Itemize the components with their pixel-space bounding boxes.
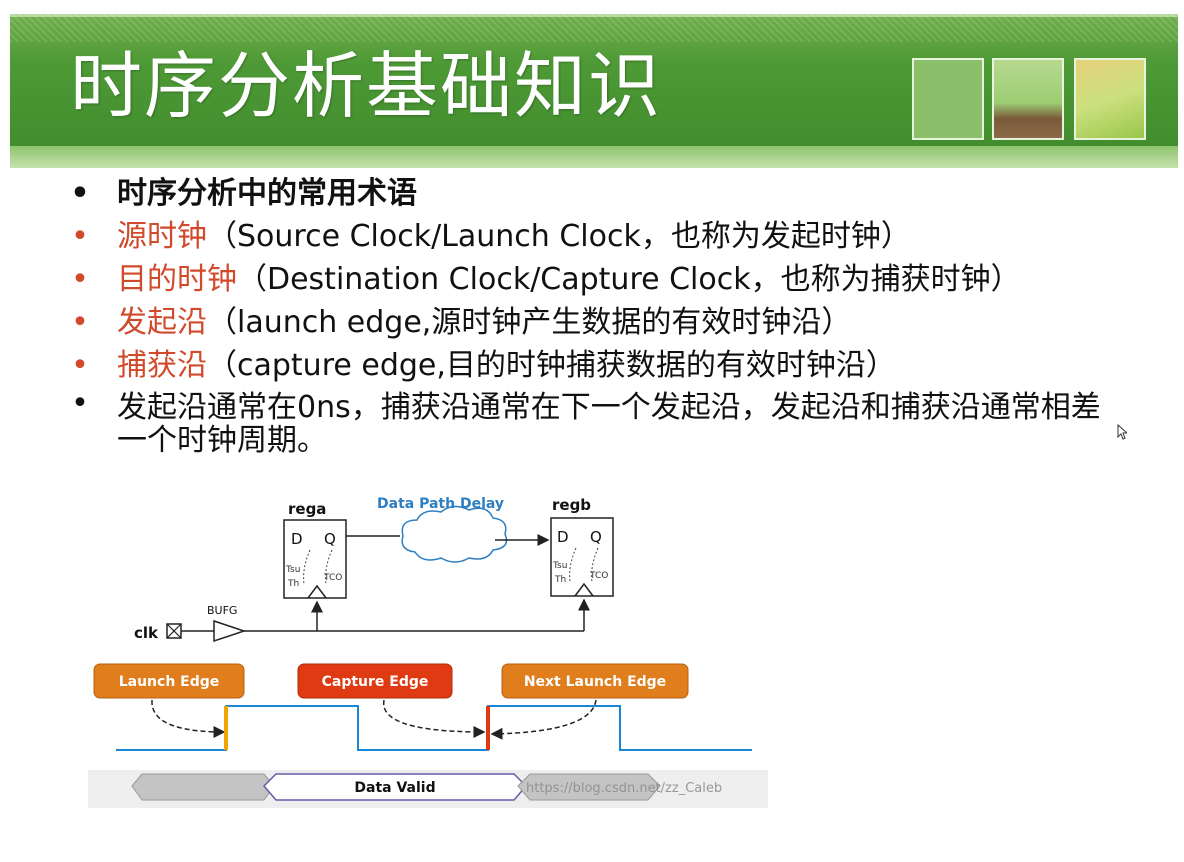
rega-box <box>283 519 347 599</box>
regb-label: regb <box>552 496 591 514</box>
capture-edge-arrow <box>383 699 486 738</box>
clock-waveform <box>116 705 752 751</box>
bullet-item: • 源时钟（Source Clock/Launch Clock，也称为发起时钟） <box>70 215 1130 258</box>
clk-label: clk <box>134 624 159 642</box>
data-path-cloud <box>401 505 508 563</box>
bullet-term: 源时钟 <box>117 219 207 254</box>
watermark-text: https://blog.csdn.net/zz_Caleb <box>526 781 722 796</box>
data-valid-label: Data Valid <box>354 780 435 796</box>
rega-tsu: Tsu <box>285 565 300 575</box>
timing-diagram-svg: rega D Q Tsu Th TCO Data Path Delay regb… <box>88 496 768 808</box>
regb-timing-arc <box>591 547 599 583</box>
header-thumbnail-plain <box>912 58 984 140</box>
data-invalid-segment <box>131 773 275 801</box>
timing-diagram: rega D Q Tsu Th TCO Data Path Delay regb… <box>88 488 768 808</box>
bullet-term: 目的时钟 <box>117 262 237 297</box>
bullet-text: 发起沿通常在0ns，捕获沿通常在下一个发起沿，发起沿和捕获沿通常相差一个时钟周期… <box>117 390 1101 458</box>
regb-q-pin: Q <box>590 528 602 546</box>
bullet-dot: • <box>71 348 89 383</box>
rega-q-pin: Q <box>324 530 336 548</box>
regb-tco: TCO <box>589 571 608 581</box>
bullet-dot: • <box>71 305 89 340</box>
rega-tco: TCO <box>323 573 342 583</box>
bullet-dot: • <box>71 219 89 254</box>
slide-title: 时序分析基础知识 <box>70 44 663 128</box>
rega-label: rega <box>288 500 326 518</box>
bufg-label: BUFG <box>207 604 237 617</box>
rega-th: Th <box>287 579 299 589</box>
mouse-cursor-icon <box>1117 424 1127 440</box>
launch-edge-arrow <box>151 699 226 738</box>
rega-timing-arc <box>303 549 311 585</box>
rega-timing-arc <box>325 549 333 585</box>
header-thumbnail-sprout <box>992 58 1064 140</box>
launch-edge-badge <box>93 663 245 699</box>
rega-clock-pin <box>307 584 327 599</box>
header-pattern <box>10 14 1178 42</box>
bullet-text: （launch edge,源时钟产生数据的有效时钟沿） <box>207 305 852 340</box>
bullet-term: 发起沿 <box>117 305 207 340</box>
bullet-item: • 捕获沿（capture edge,目的时钟捕获数据的有效时钟沿） <box>70 344 1130 387</box>
regb-timing-arc <box>569 547 577 583</box>
bullet-dot: • <box>70 176 90 211</box>
bullet-dot: • <box>71 262 89 297</box>
clk-port-cross <box>166 623 182 639</box>
bullet-item: • 发起沿通常在0ns，捕获沿通常在下一个发起沿，发起沿和捕获沿通常相差一个时钟… <box>70 387 1130 457</box>
data-next-segment <box>517 773 661 801</box>
capture-edge-badge <box>297 663 453 699</box>
regb-clock-pin <box>574 582 594 597</box>
next-launch-edge-badge <box>501 663 689 699</box>
header-thumbnail-leaves <box>1074 58 1146 140</box>
bullet-text: （Destination Clock/Capture Clock，也称为捕获时钟… <box>237 262 1021 297</box>
data-path-delay-label: Data Path Delay <box>377 496 504 512</box>
bullet-text: （capture edge,目的时钟捕获数据的有效时钟沿） <box>207 348 896 383</box>
bullet-item: • 时序分析中的常用术语 <box>70 172 1130 215</box>
capture-edge-label: Capture Edge <box>322 674 429 690</box>
regb-d-pin: D <box>557 528 569 546</box>
regb-th: Th <box>554 575 566 585</box>
bullet-item: • 发起沿（launch edge,源时钟产生数据的有效时钟沿） <box>70 301 1130 344</box>
rega-d-pin: D <box>291 530 303 548</box>
bufg-buffer-icon <box>213 619 247 643</box>
bullet-item: • 目的时钟（Destination Clock/Capture Clock，也… <box>70 258 1130 301</box>
launch-edge-label: Launch Edge <box>119 674 220 690</box>
next-launch-edge-label: Next Launch Edge <box>524 674 666 690</box>
bullet-list: • 时序分析中的常用术语 • 源时钟（Source Clock/Launch C… <box>70 172 1130 457</box>
bullet-text: （Source Clock/Launch Clock，也称为发起时钟） <box>207 219 911 254</box>
bullet-term: 捕获沿 <box>117 348 207 383</box>
bullet-text: 时序分析中的常用术语 <box>117 176 417 211</box>
bullet-dot: • <box>71 386 89 421</box>
regb-tsu: Tsu <box>552 561 567 571</box>
header-band <box>10 146 1178 168</box>
regb-box <box>550 517 614 597</box>
